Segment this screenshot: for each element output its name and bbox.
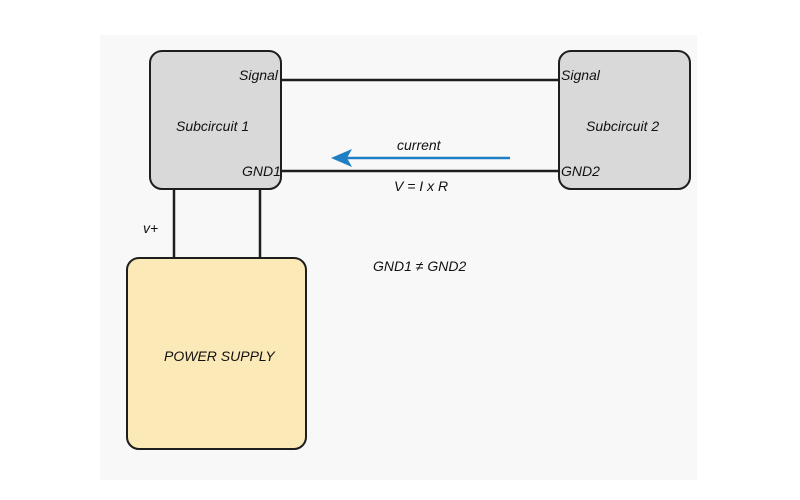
current-label: current (397, 137, 441, 153)
ground-mismatch-note: GND1 ≠ GND2 (373, 258, 467, 274)
vplus-label: v+ (143, 220, 159, 236)
power-supply-title: POWER SUPPLY (164, 348, 275, 364)
subcircuit-2 (558, 50, 691, 190)
ohms-law-formula: V = I x R (394, 178, 449, 194)
subcircuit-2-title: Subcircuit 2 (586, 118, 660, 134)
subcircuit-1-signal-label: Signal (239, 67, 278, 83)
subcircuit-1 (149, 50, 282, 190)
subcircuit-1-title: Subcircuit 1 (176, 118, 250, 134)
current-arrow-head (331, 149, 352, 167)
subcircuit-2-signal-label: Signal (561, 67, 600, 83)
power-supply (126, 257, 307, 450)
subcircuit-1-ground-label: GND1 (242, 163, 281, 179)
subcircuit-2-ground-label: GND2 (561, 163, 600, 179)
